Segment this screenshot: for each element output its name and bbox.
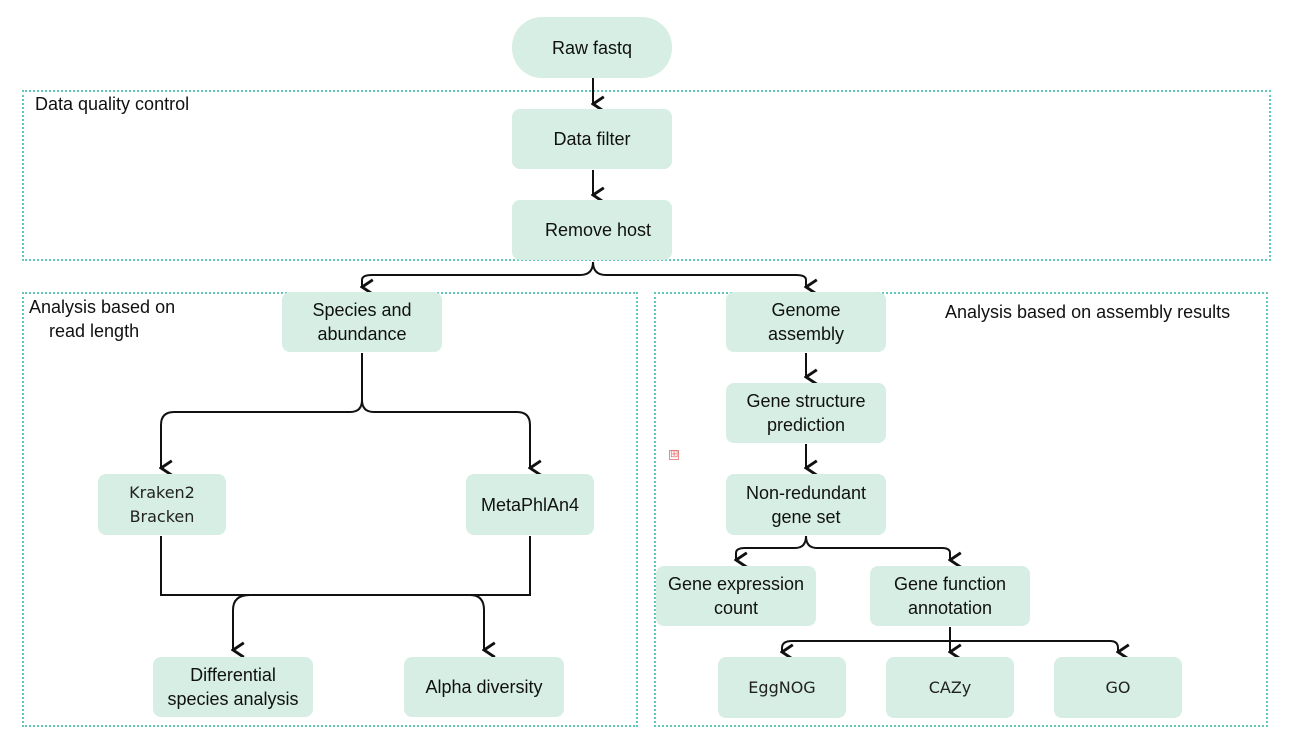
node-kraken-bracken-label: Kraken2 Bracken [129,482,195,526]
group-assembly-results [654,292,1268,727]
group-label-assembly-results: Analysis based on assembly results [945,302,1231,322]
arrow-merge-to-alpha [469,594,484,650]
group-label-read-length: Analysis based on read length [29,297,176,341]
expand-icon[interactable]: ⊞ [669,449,679,460]
node-cazy: CAZy [886,657,1014,718]
node-gene-expression-count: Gene expression count [656,566,816,626]
node-metaphlan4: MetaPhlAn4 [466,474,594,535]
node-gene-function-annotation: Gene function annotation [870,566,1030,626]
node-eggnog: EggNOG [718,657,846,718]
node-raw-fastq: Raw fastq [512,17,672,78]
node-non-redundant-gene-set: Non-redundant gene set [726,474,886,535]
arrow-function-to-eggnog [782,627,951,652]
node-species-abundance-label: Species and abundance [312,300,412,344]
arrow-nonredundant-to-expression [736,535,807,560]
arrow-host-to-genome [592,261,806,287]
arrow-species-to-kraken [161,353,363,468]
node-non-redundant-label: Non-redundant gene set [745,482,867,527]
arrow-species-to-metaphlan [361,353,530,468]
arrow-host-to-species [362,261,594,287]
node-species-abundance: Species and abundance [282,292,442,352]
node-genome-assembly: Genome assembly [726,292,886,352]
node-kraken-bracken: Kraken2 Bracken [98,474,226,535]
node-remove-host: Remove host [512,200,672,260]
node-gene-function-label: Gene function annotation [893,574,1007,618]
node-genome-assembly-label: Genome assembly [767,300,845,344]
node-gene-expression-label: Gene expression count [667,574,805,618]
arrow-function-to-go [950,640,1118,652]
node-gene-structure-label: Gene structure prediction [746,391,866,435]
node-go: GO [1054,657,1182,718]
line-kraken-merge [160,536,531,596]
node-differential-label: Differential species analysis [167,665,299,709]
node-data-filter: Data filter [512,109,672,169]
node-gene-structure-prediction: Gene structure prediction [726,383,886,443]
node-alpha-diversity: Alpha diversity [404,657,564,717]
node-differential-species-analysis: Differential species analysis [153,657,313,717]
group-label-data-quality-control: Data quality control [35,94,190,114]
group-data-quality-control [22,90,1271,261]
arrow-nonredundant-to-function [805,535,950,560]
arrow-merge-to-differential [233,594,251,650]
